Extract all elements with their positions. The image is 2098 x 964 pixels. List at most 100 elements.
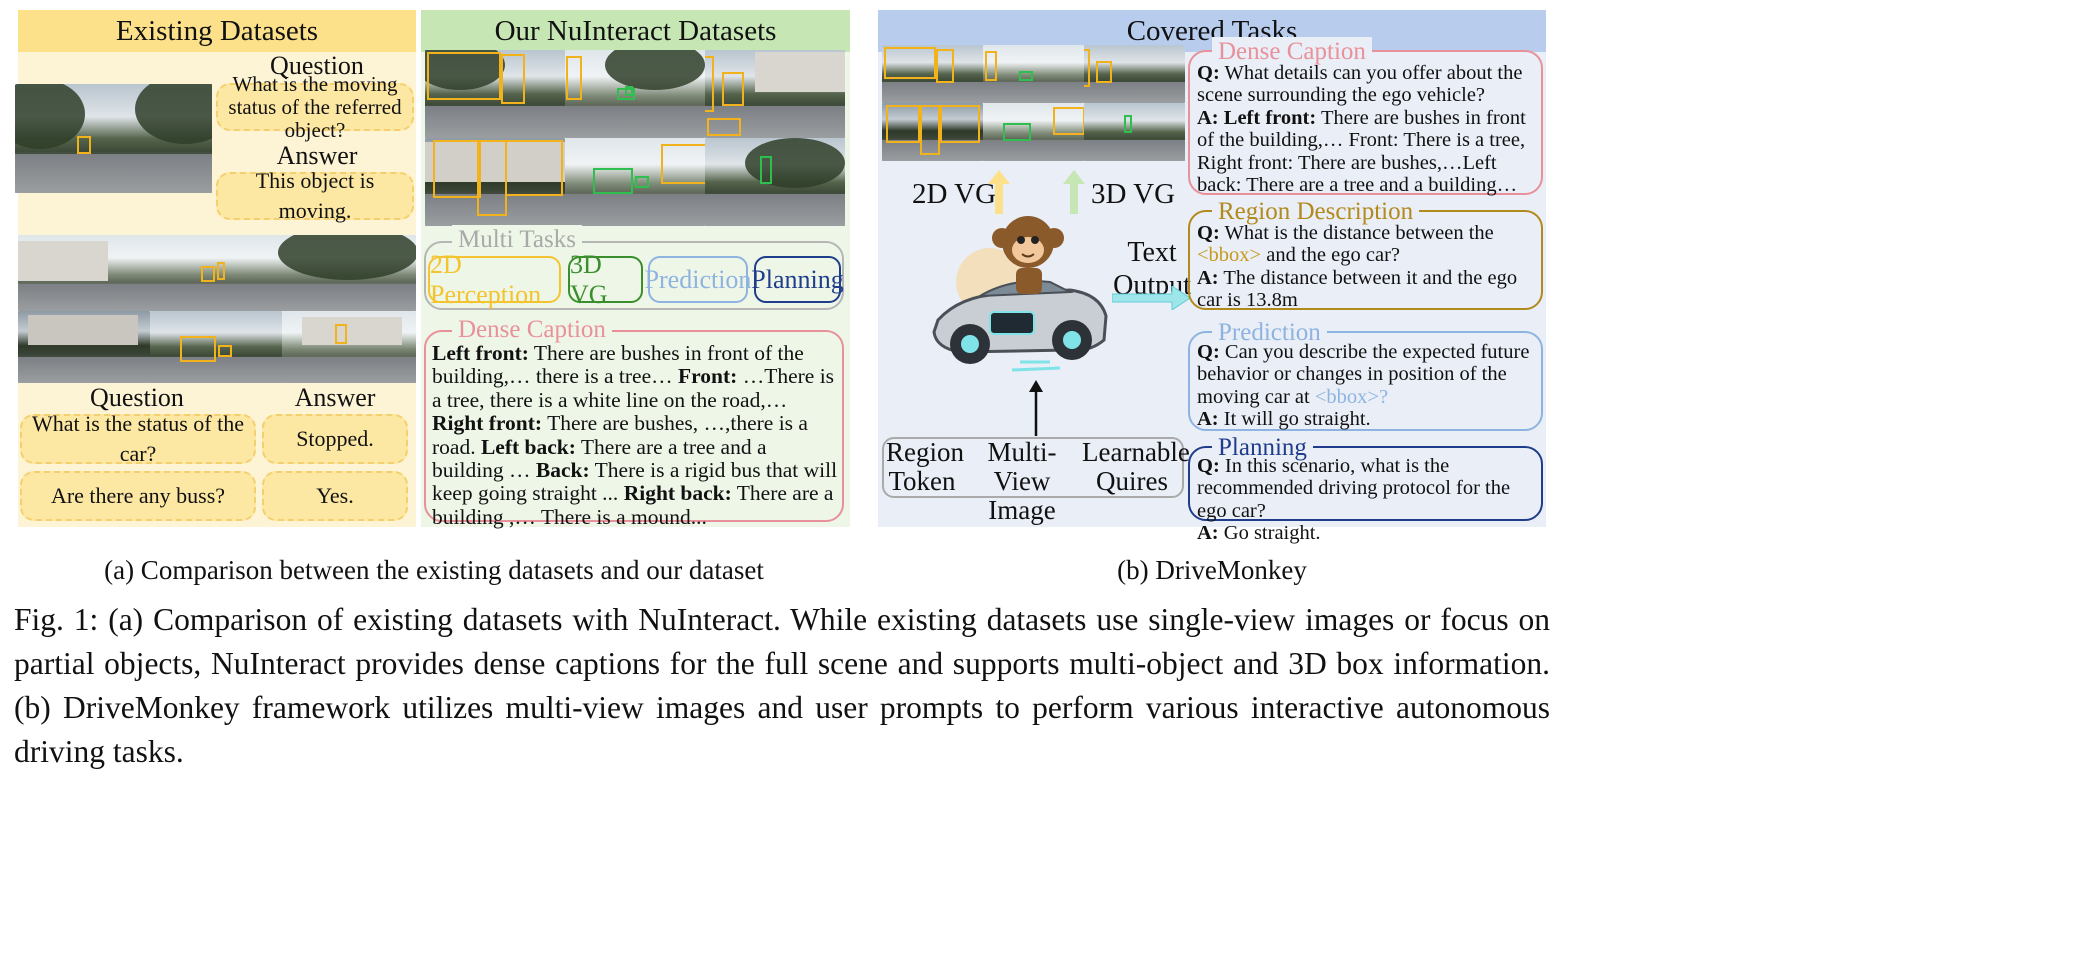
region-a-text: The distance between it and the ego car … xyxy=(1197,266,1518,312)
region-description-qa: Q: What is the distance between the <bbo… xyxy=(1197,222,1537,312)
dense-a-label: A: xyxy=(1197,106,1219,129)
planning-a-text: Go straight. xyxy=(1218,522,1321,545)
dense-a-bold: Left front: xyxy=(1218,106,1317,129)
input-learnable-quires: Learnable Quires xyxy=(1082,437,1190,496)
question-label-1: Question xyxy=(270,51,364,80)
dense-caption-legend-b: Dense Caption xyxy=(1212,37,1372,67)
text-output-arrow-icon xyxy=(1112,286,1190,310)
multi-view-image-b-4 xyxy=(882,103,983,161)
region-q-label: Q: xyxy=(1197,222,1220,244)
prediction-qa: Q: Can you describe the expected future … xyxy=(1197,341,1537,431)
region-q-text2: and the ego car? xyxy=(1261,244,1400,267)
prediction-box: Prediction xyxy=(1188,318,1543,431)
dc-right-front-text: There are bushes, …,there is a road. xyxy=(432,411,808,459)
question-chip-3: Are there any buss? xyxy=(20,471,256,521)
prediction-legend: Prediction xyxy=(1212,318,1327,348)
dc-front-label: Front: xyxy=(678,364,738,389)
vg2d-label: 2D VG xyxy=(912,178,997,210)
answer-label-2: Answer xyxy=(294,383,376,412)
region-description-legend: Region Description xyxy=(1212,197,1420,227)
dc-right-back-label: Right back: xyxy=(623,481,732,506)
multi-tasks-legend: Multi Tasks xyxy=(452,225,582,255)
multi-view-image-existing-bm xyxy=(150,311,282,383)
task-planning-label: Planning xyxy=(751,264,844,294)
answer-chip-2: Stopped. xyxy=(262,414,408,464)
multi-view-image-nu-3 xyxy=(705,50,845,138)
answer-label-1: Answer xyxy=(276,141,358,170)
dc-left-front-label: Left front: xyxy=(432,341,529,365)
subcaption-b: (b) DriveMonkey xyxy=(1117,555,1307,585)
prediction-q-label: Q: xyxy=(1197,341,1220,363)
nuinteract-title: Our NuInteract Datasets xyxy=(494,14,777,47)
subcaption-a: (a) Comparison between the existing data… xyxy=(104,555,764,585)
prediction-a-label: A: xyxy=(1197,408,1219,431)
dense-caption-box-b: Dense Caption xyxy=(1188,37,1543,195)
dense-q-label: Q: xyxy=(1197,62,1220,84)
dense-caption-box-a: Dense Caption xyxy=(424,315,844,522)
dc-back-label: Back: xyxy=(535,458,590,483)
multi-view-image-b-1 xyxy=(882,45,983,103)
question-label-2: Question xyxy=(90,383,184,412)
dense-q-text: What details can you offer about the sce… xyxy=(1197,62,1523,107)
region-a-label: A: xyxy=(1197,266,1219,289)
input-arrow-icon xyxy=(1029,380,1043,436)
inputs-box xyxy=(882,437,1184,498)
dc-front-text: …There is a tree, there is a white line … xyxy=(432,364,835,412)
drivemonkey-car-illustration xyxy=(932,216,1108,372)
multi-view-image-nu-4 xyxy=(425,138,565,226)
task-planning: Planning xyxy=(751,256,844,303)
region-description-box: Region Description xyxy=(1188,197,1543,310)
dc-right-back-text: There are a building ,… There is a mound… xyxy=(432,481,834,529)
question-chip-1: What is the moving status of the referre… xyxy=(216,72,414,141)
input-region-token: Region Token xyxy=(886,437,964,496)
task-prediction-label: Prediction xyxy=(644,264,752,294)
multi-view-image-b-3 xyxy=(1084,45,1185,103)
vg2d-arrow-icon xyxy=(988,170,1010,214)
multi-view-image-b-5 xyxy=(983,103,1084,161)
figure-caption: Fig. 1: (a) Comparison of existing datas… xyxy=(14,602,1550,769)
question-chip-2: What is the status of the car? xyxy=(20,411,256,466)
task-3d-vg-label: 3D VG xyxy=(570,249,608,309)
dense-caption-qa-b: Q: What details can you offer about the … xyxy=(1197,62,1537,196)
multi-tasks-box: Multi Tasks xyxy=(424,225,844,310)
task-2d-perception: 2D Perception xyxy=(428,250,561,309)
multi-view-image-existing-br xyxy=(282,311,416,383)
multi-view-image-b-2 xyxy=(983,45,1084,103)
vg3d-arrow-icon xyxy=(1063,170,1085,214)
prediction-q-text: Can you describe the expected future beh… xyxy=(1197,341,1530,408)
multi-view-image-nu-1 xyxy=(425,50,565,138)
answer-chip-1: This object is moving. xyxy=(216,168,414,223)
multi-view-image-existing-top xyxy=(18,235,416,311)
prediction-q-token: <bbox>? xyxy=(1314,385,1389,408)
planning-qa: Q: In this scenario, what is the recomme… xyxy=(1197,455,1537,545)
nuinteract-header: Our NuInteract Datasets xyxy=(421,10,850,52)
input-multi-view-image: Multi-View Image xyxy=(987,437,1057,525)
prediction-a-text: It will go straight. xyxy=(1218,408,1371,431)
region-q-text: What is the distance between the xyxy=(1219,222,1494,244)
dense-a-text: There are bushes in front of the buildin… xyxy=(1197,106,1526,197)
task-prediction: Prediction xyxy=(645,256,751,303)
dc-left-back-text: There are a tree and a building … xyxy=(432,434,767,483)
planning-box: Planning xyxy=(1188,433,1543,521)
multi-view-image-existing-bl xyxy=(18,311,150,383)
task-2d-perception-label: 2D Perception xyxy=(430,249,542,309)
planning-a-label: A: xyxy=(1197,522,1219,545)
task-3d-vg: 3D VG xyxy=(568,250,643,309)
multi-view-image-nu-6 xyxy=(705,138,845,226)
existing-datasets-header: Existing Datasets xyxy=(18,10,416,52)
vg3d-label: 3D VG xyxy=(1091,178,1176,210)
planning-legend: Planning xyxy=(1212,433,1313,463)
planning-q-label: Q: xyxy=(1197,455,1220,477)
planning-q-text: In this scenario, what is the recommende… xyxy=(1197,455,1511,522)
multi-view-image-b-6 xyxy=(1084,103,1185,161)
single-view-image xyxy=(15,84,212,193)
answer-chip-3: Yes. xyxy=(262,471,408,521)
dc-right-front-label: Right front: xyxy=(432,411,543,436)
existing-datasets-title: Existing Datasets xyxy=(115,14,319,47)
region-q-token: <bbox> xyxy=(1197,244,1262,267)
dc-left-back-label: Left back: xyxy=(480,434,576,459)
multi-view-image-nu-5 xyxy=(565,138,705,226)
dc-left-front-text: There are bushes in front of the buildin… xyxy=(432,341,804,389)
dc-back-text: There is a rigid bus that will keep goin… xyxy=(432,458,838,506)
multi-view-image-nu-2 xyxy=(565,50,705,138)
